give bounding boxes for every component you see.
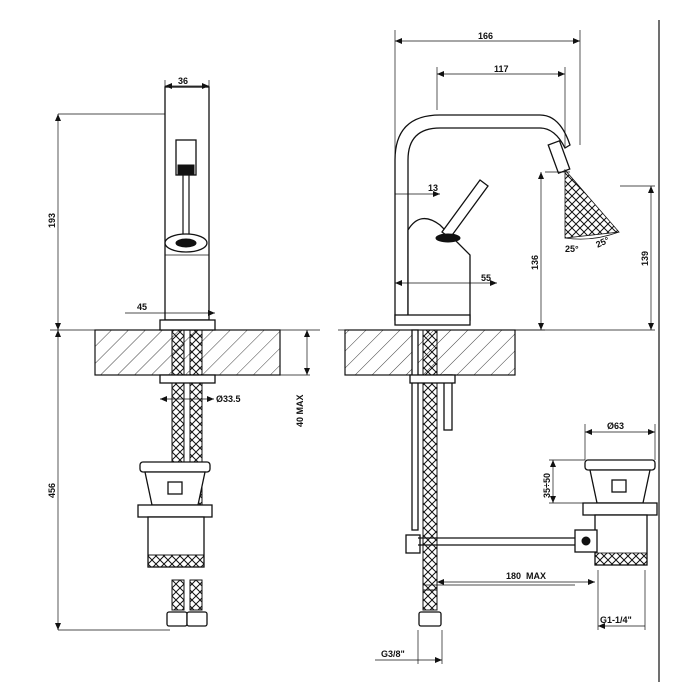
front-thread-ring [147, 554, 205, 568]
side-hose-lower [422, 589, 438, 611]
dim-40max-label: 40 MAX [295, 394, 305, 427]
front-waste-slot [167, 481, 183, 495]
waste-slot [611, 479, 627, 493]
dim-117-label: 117 [494, 64, 509, 74]
side-spout-outlet [547, 140, 571, 174]
dim-180-label: 180 MAX [506, 571, 546, 581]
front-base-plate [159, 319, 216, 331]
side-lever-cap [435, 233, 461, 243]
waste-head [584, 459, 656, 471]
front-view: 36 193 45 Ø33.5 40 MAX 456 [47, 76, 310, 631]
side-hose [422, 329, 438, 591]
dim-63-label: Ø63 [607, 421, 624, 431]
side-base [394, 314, 471, 326]
dim-456-label: 456 [47, 483, 57, 498]
angle-right-label: 25° [594, 235, 611, 250]
dim-g114-label: G1-1/4" [600, 615, 632, 625]
side-rod-clamp [405, 534, 421, 554]
side-nut [409, 374, 456, 384]
side-fitting [418, 611, 442, 627]
dim-g38-label: G3/8" [381, 649, 405, 659]
dim-36-label: 36 [178, 76, 188, 86]
side-lever [441, 179, 489, 239]
side-mixer-body [407, 218, 471, 321]
dim-45-label: 45 [137, 302, 147, 312]
waste-flange [582, 502, 658, 516]
front-waste-head [139, 461, 211, 473]
waste-detail: Ø63 35÷50 G1-1/4" [542, 421, 658, 630]
side-view: 25° 25° 166 117 13 136 55 139 1 [344, 30, 655, 664]
dim-193-label: 193 [47, 213, 57, 228]
front-fitting-right [186, 611, 208, 627]
front-deck-slab [94, 329, 281, 376]
front-fitting-left [166, 611, 188, 627]
front-mixer-body [164, 86, 210, 321]
waste-rod-pivot [581, 536, 591, 546]
front-hose-lower-right [189, 579, 203, 611]
side-angle-arc [564, 231, 620, 240]
front-nut [159, 374, 216, 384]
dim-13-label: 13 [428, 183, 438, 193]
dim-136-label: 136 [530, 255, 540, 270]
front-waste-flange [137, 504, 213, 518]
dim-3550-label: 35÷50 [542, 473, 552, 498]
dim-166-label: 166 [478, 31, 493, 41]
dim-55-label: 55 [481, 273, 491, 283]
side-spout [394, 114, 571, 321]
front-lever-grip [177, 164, 195, 176]
side-spray-cone [564, 168, 620, 239]
dim-139-label: 139 [640, 251, 650, 266]
side-pipe [411, 329, 419, 531]
angle-left-label: 25° [565, 244, 579, 254]
front-lever-base-inner [175, 238, 197, 248]
waste-thread-ring [594, 552, 648, 566]
dim-33-label: Ø33.5 [216, 394, 241, 404]
front-hose-lower-left [171, 579, 185, 611]
